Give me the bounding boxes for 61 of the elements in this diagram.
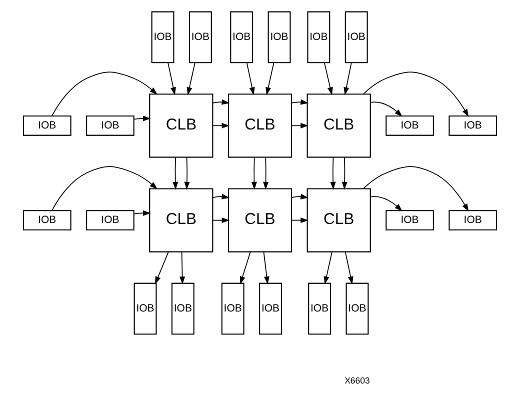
node-box: IOB [221,282,244,335]
arrow [324,62,333,96]
arrow [370,196,402,212]
arrow [172,156,178,190]
node-box: IOB [346,282,369,335]
node-box: IOB [307,11,330,64]
node-box: CLB [306,188,371,252]
node-box: IOB [448,210,498,230]
arrow [180,252,186,284]
arrow [263,156,269,190]
node-box: IOB [386,210,434,230]
node-box: IOB [151,11,174,64]
arrow [251,156,257,190]
arrow [212,218,230,224]
arrow [134,116,151,122]
arrow [240,252,251,284]
node-box: CLB [228,94,292,158]
arrow [291,194,308,200]
arrow [363,72,469,117]
node-box: CLB [306,94,371,158]
arrow [134,210,151,216]
node-box: IOB [171,282,194,335]
arrow [330,156,336,190]
node-box: IOB [308,282,332,335]
arrow [186,62,196,96]
node-box: IOB [230,11,254,64]
arrow [363,166,469,212]
arrow [324,252,332,284]
arrow [291,122,308,128]
arrow [291,99,308,105]
arrow [52,72,158,116]
node-box: CLB [228,188,292,252]
node-box: IOB [22,210,72,230]
arrow [168,62,176,96]
arrow [212,99,230,105]
node-box: IOB [22,116,72,136]
arrow [184,156,190,190]
arrow [342,156,348,190]
arrow [291,218,308,224]
node-box: IOB [344,11,368,64]
arrow [266,62,274,96]
node-box: IOB [259,282,282,335]
arrow [212,194,230,200]
node-box: IOB [268,11,291,64]
arrow [246,62,255,96]
arrow [344,62,352,96]
node-box: IOB [188,11,212,64]
arrow [154,252,169,284]
arrow [212,122,230,128]
arrow [263,252,270,284]
node-box: IOB [134,282,157,335]
label: X6603 [344,376,370,386]
arrow [344,252,354,284]
node-box: CLB [149,188,214,252]
node-box: IOB [448,116,498,136]
node-box: CLB [149,94,214,158]
node-box: IOB [86,210,134,230]
node-box: IOB [386,116,434,136]
arrow [370,102,402,117]
arrow [52,166,158,211]
node-box: IOB [86,116,134,136]
